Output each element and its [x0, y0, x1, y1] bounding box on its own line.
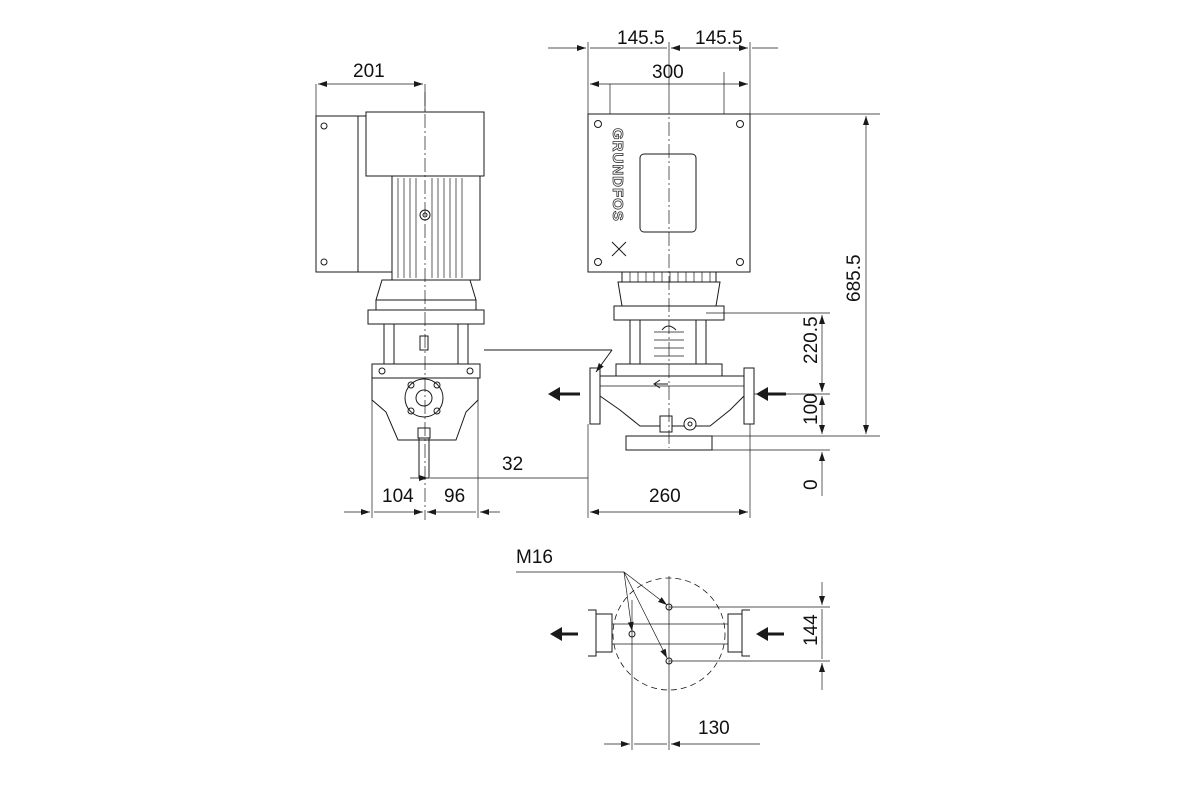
flow-direction-icon	[653, 379, 668, 389]
plan-inlet-arrow-icon	[756, 627, 784, 641]
outlet-arrow-icon	[548, 387, 580, 401]
brand-logo: GRUNDFOS	[609, 128, 626, 222]
dim-bolt-vertical: 144	[801, 614, 822, 646]
dim-base-zero: 0	[801, 479, 822, 490]
side-motor-fins	[391, 175, 481, 281]
thread-label: M16	[516, 547, 553, 568]
dim-port-to-port: 260	[649, 486, 681, 507]
display-window	[639, 153, 697, 233]
dimension-lines	[315, 42, 880, 518]
dim-side-left: 104	[382, 486, 414, 507]
dim-bolt-horizontal: 130	[698, 718, 730, 739]
dim-flange-to-top: 220.5	[801, 316, 822, 364]
front-coupling	[629, 319, 707, 365]
dim-front-width: 300	[652, 62, 684, 83]
dim-offset: 32	[502, 454, 523, 475]
side-coupling	[383, 323, 469, 365]
side-motor-flange	[367, 309, 485, 325]
dim-front-half-right: 145.5	[695, 28, 743, 49]
dim-front-half-left: 145.5	[617, 28, 665, 49]
drain-plug	[683, 417, 697, 431]
dim-total-height: 685.5	[844, 254, 865, 302]
dim-side-motor-width: 201	[353, 61, 385, 82]
front-view: GRUNDFOS	[484, 100, 786, 451]
grundfos-x-icon	[611, 241, 627, 257]
side-inlet-flange	[404, 378, 444, 418]
inlet-flange	[743, 367, 755, 425]
dim-base-to-center: 100	[801, 393, 822, 425]
bolt-plan-view	[516, 571, 830, 750]
plan-outlet-arrow-icon	[550, 627, 578, 641]
side-view	[315, 92, 485, 520]
dim-side-right: 96	[444, 486, 465, 507]
outlet-flange	[589, 367, 601, 425]
